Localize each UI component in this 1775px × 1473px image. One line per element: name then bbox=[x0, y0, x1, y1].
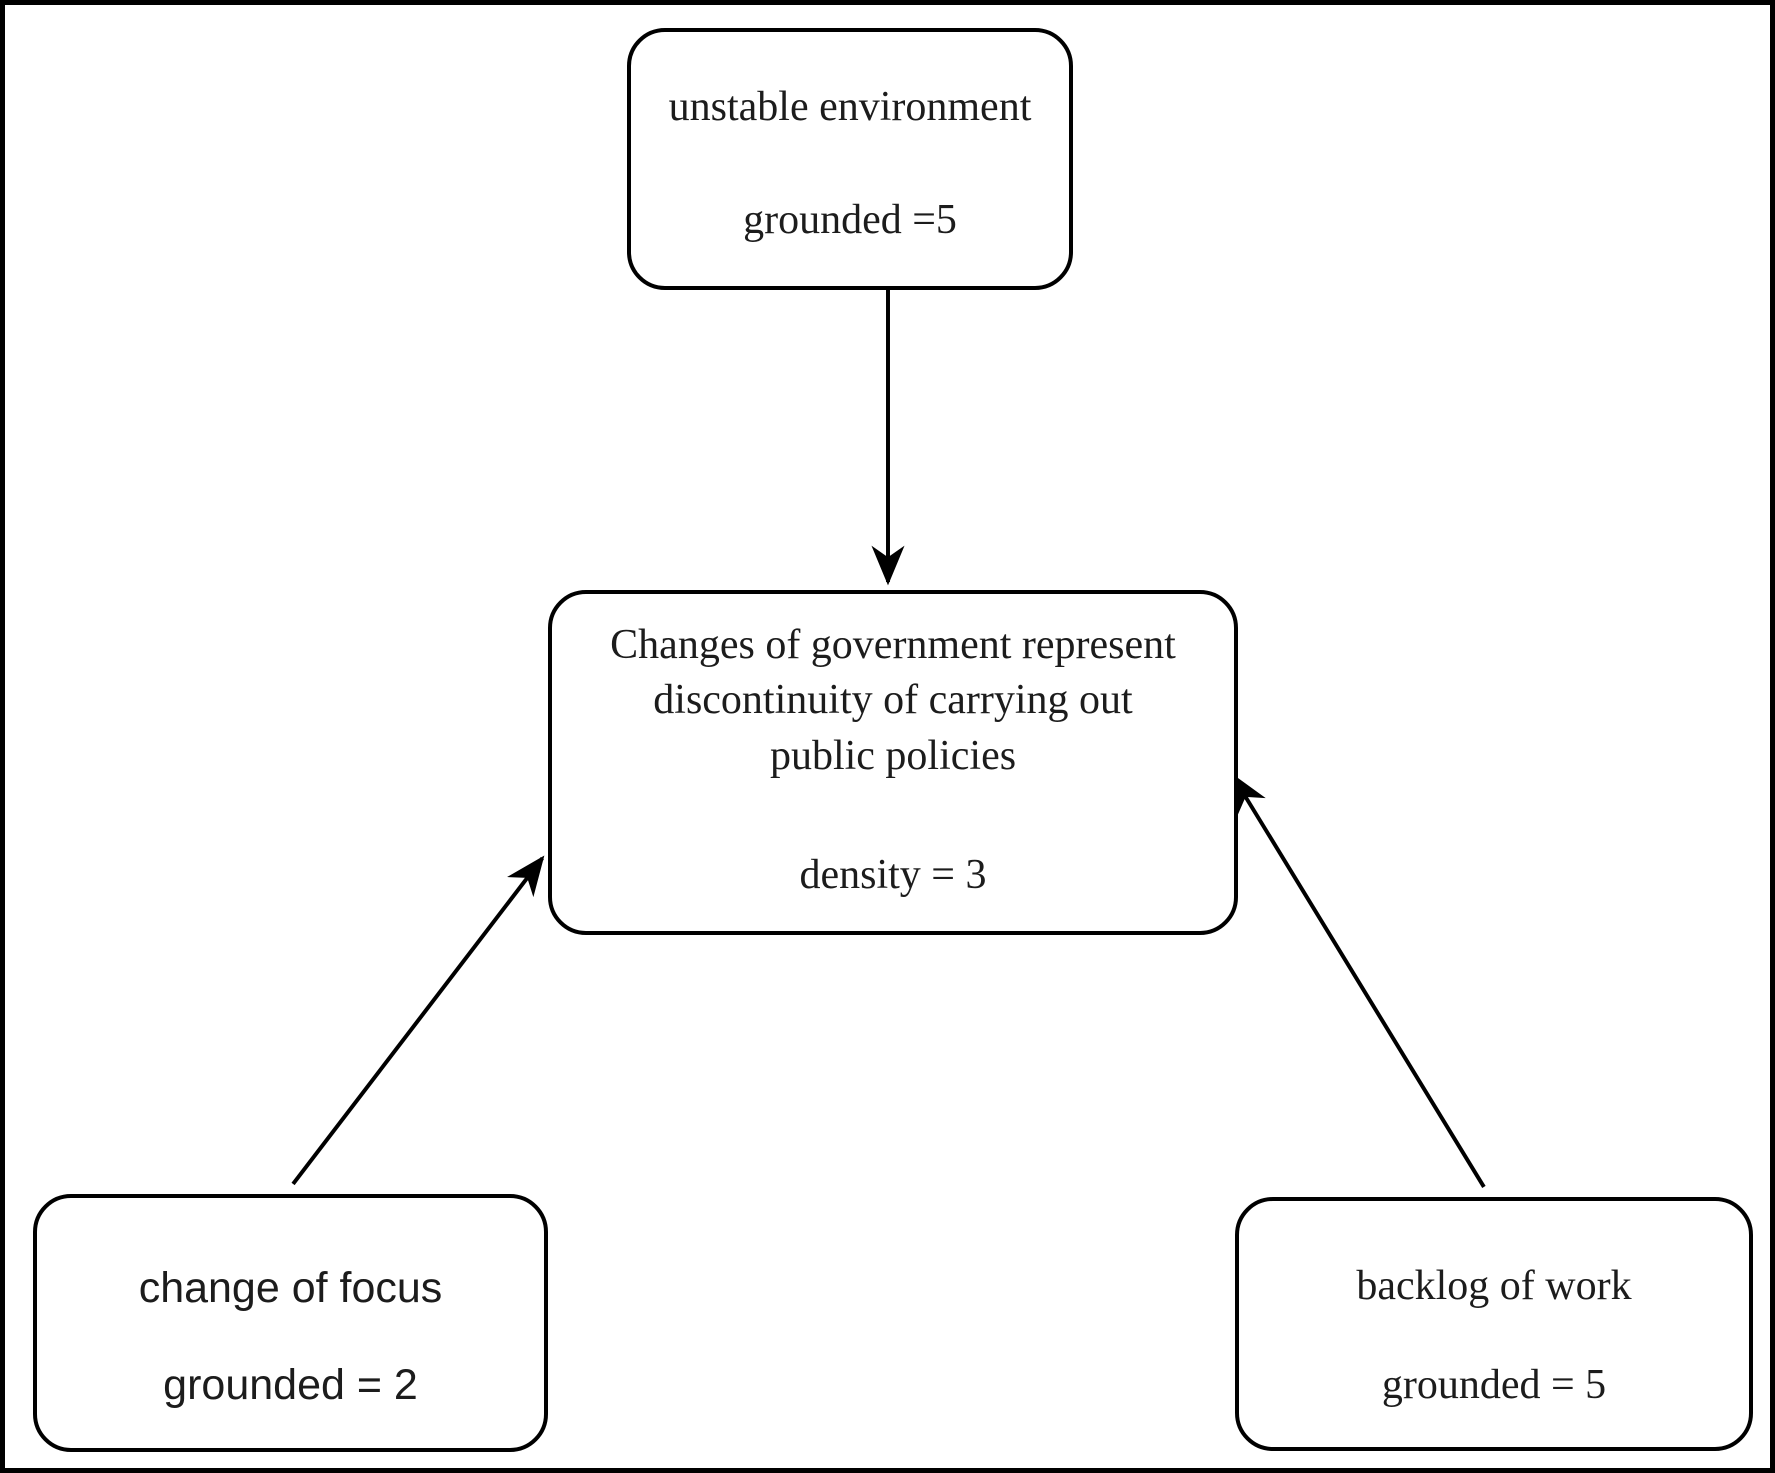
node-label: change of focus bbox=[138, 1264, 443, 1312]
node-changes-of-government: Changes of government represent disconti… bbox=[548, 590, 1238, 935]
node-grounded-value: grounded = 2 bbox=[163, 1361, 418, 1410]
node-change-of-focus: change of focus grounded = 2 bbox=[33, 1194, 548, 1452]
arrow-focus-to-changes bbox=[291, 855, 545, 1186]
arrow-backlog-to-changes bbox=[1230, 772, 1486, 1188]
node-grounded-value: grounded =5 bbox=[743, 196, 957, 243]
node-unstable-environment: unstable environment grounded =5 bbox=[627, 28, 1073, 290]
node-grounded-value: grounded = 5 bbox=[1381, 1361, 1607, 1408]
node-label: unstable environment bbox=[668, 84, 1032, 130]
node-backlog-of-work: backlog of work grounded = 5 bbox=[1235, 1197, 1753, 1451]
arrows-layer bbox=[291, 289, 1486, 1188]
node-label: backlog of work bbox=[1356, 1263, 1632, 1309]
node-label: Changes of government represent disconti… bbox=[610, 622, 1176, 779]
node-density-value: density = 3 bbox=[799, 851, 987, 898]
